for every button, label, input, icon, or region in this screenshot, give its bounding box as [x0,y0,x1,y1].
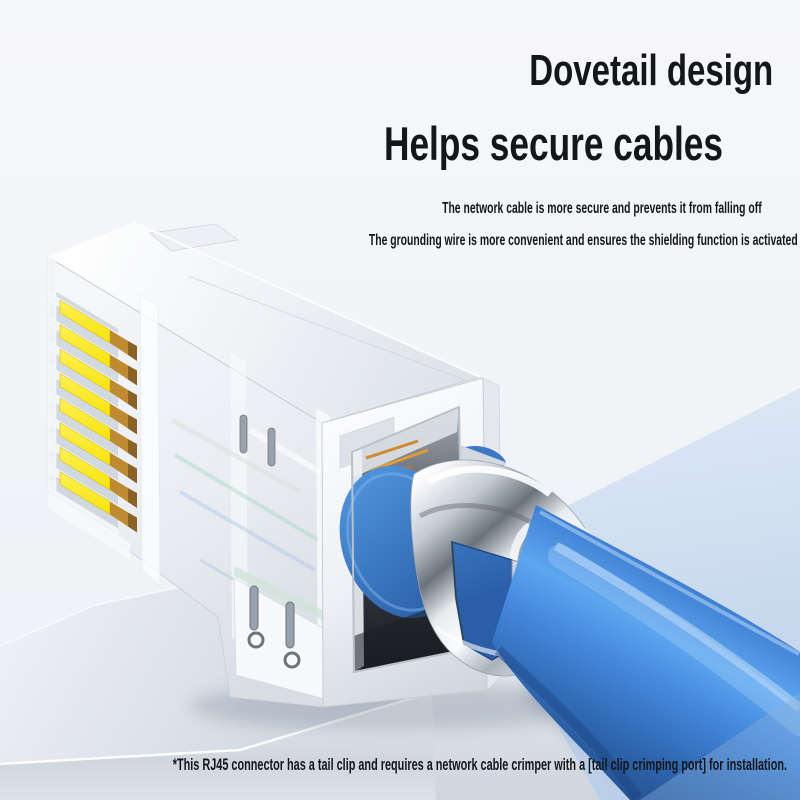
cable-reflection [640,692,800,800]
headline-accent: Dovetail design [529,46,773,95]
pin-stack [47,256,138,560]
rj45-connector [47,221,504,708]
shield-lower-band [233,414,330,701]
subtitle-line-2: The grounding wire is more convenient an… [369,232,798,249]
network-cable [492,505,800,800]
footer-note-wrap: *This RJ45 connector has a tail clip and… [0,756,800,775]
footer-note: *This RJ45 connector has a tail clip and… [172,755,788,774]
strain-hook-pins [247,585,301,669]
headline-main: Helps secure cables [384,117,723,170]
subtitle-line-1: The network cable is more secure and pre… [442,200,762,217]
